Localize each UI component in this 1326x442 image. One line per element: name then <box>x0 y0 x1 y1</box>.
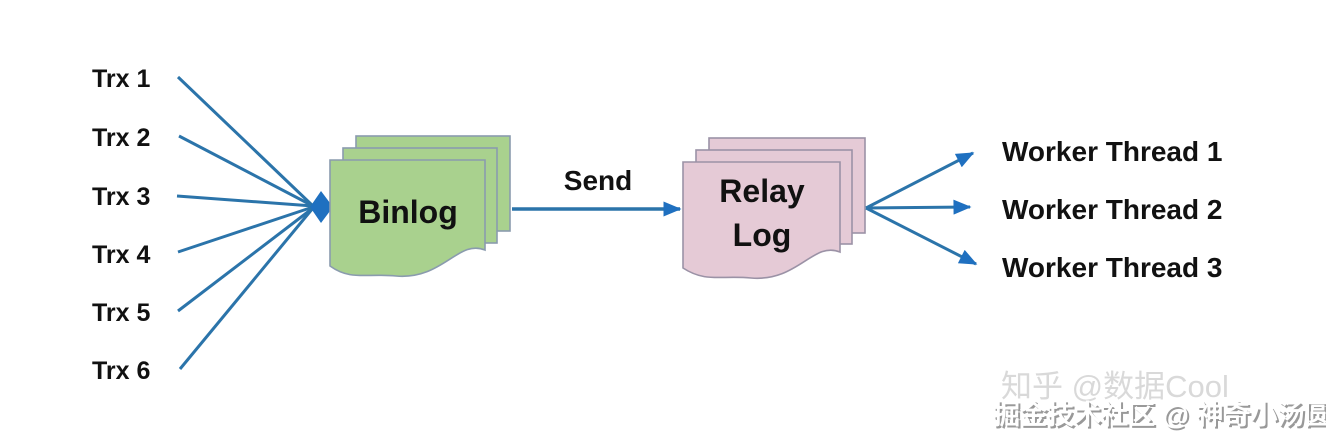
trx-label-1: Trx 1 <box>92 65 150 93</box>
relay-doc-front <box>682 161 841 279</box>
worker-arrow-3 <box>865 206 978 266</box>
trx-connector-lines <box>176 75 315 370</box>
merge-arrowhead-icon <box>310 191 333 223</box>
worker-label-3: Worker Thread 3 <box>1002 252 1222 283</box>
worker-label-2: Worker Thread 2 <box>1002 194 1222 225</box>
binlog-node: Binlog <box>329 135 511 277</box>
worker-arrow-2 <box>865 199 972 215</box>
watermark-zhihu: 知乎 @数据Cool <box>1001 369 1229 404</box>
worker-connector-lines <box>865 151 978 266</box>
trx-line-6 <box>178 207 315 370</box>
trx-line-5 <box>177 206 314 313</box>
worker-arrow-1 <box>865 151 975 210</box>
transaction-labels: Trx 1 Trx 2 Trx 3 Trx 4 Trx 5 Trx 6 <box>92 65 150 385</box>
watermarks: 知乎 @数据Cool 掘金技术社区 @ 神奇小汤圆 掘金技术社区 @ 神奇小汤圆 <box>993 369 1326 432</box>
trx-label-4: Trx 4 <box>92 241 150 269</box>
relay-log-label-line1: Relay <box>719 173 805 209</box>
trx-label-2: Trx 2 <box>92 124 150 152</box>
worker-label-1: Worker Thread 1 <box>1002 136 1222 167</box>
trx-line-3 <box>176 194 314 208</box>
binlog-doc-front <box>329 159 486 277</box>
binlog-label: Binlog <box>358 194 458 230</box>
relay-log-node: Relay Log <box>682 137 866 279</box>
trx-line-1 <box>176 75 315 208</box>
trx-label-3: Trx 3 <box>92 183 150 211</box>
send-label: Send <box>564 165 632 196</box>
watermark-juejin: 掘金技术社区 @ 神奇小汤圆 <box>993 399 1326 430</box>
trx-label-5: Trx 5 <box>92 299 150 327</box>
watermark-juejin-shadow: 掘金技术社区 @ 神奇小汤圆 <box>995 401 1326 432</box>
trx-line-4 <box>177 205 314 254</box>
trx-label-6: Trx 6 <box>92 357 150 385</box>
trx-line-2 <box>178 134 314 208</box>
worker-labels: Worker Thread 1 Worker Thread 2 Worker T… <box>1002 136 1222 283</box>
relay-log-label-line2: Log <box>733 217 792 253</box>
